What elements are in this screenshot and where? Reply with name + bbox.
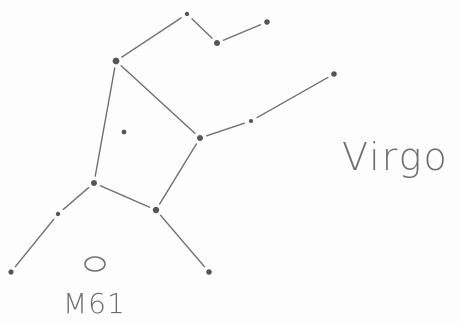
constellation-line-s-far-left-s-left-mid: [15, 219, 53, 266]
constellation-line-s-right-mid-s-far-right: [257, 77, 328, 117]
star-s-right-mid: [249, 119, 253, 123]
star-s-right-junction: [197, 135, 203, 141]
constellation-line-s-top-mid-s-top-right: [223, 25, 260, 41]
constellation-line-s-left-inner-s-bottom-mid: [100, 186, 149, 207]
constellation-line-s-bottom-mid-s-right-junction: [160, 144, 197, 204]
star-s-top-right: [264, 19, 270, 25]
constellation-line-s-left-mid-s-left-inner: [63, 188, 88, 210]
star-s-far-right: [331, 71, 337, 77]
constellation-line-s-upper-left-s-top: [122, 18, 181, 57]
constellation-label: Virgo: [342, 135, 449, 179]
star-s-far-left: [8, 269, 13, 274]
star-s-bottom-mid: [153, 207, 159, 213]
star-s-left-inner: [91, 180, 97, 186]
constellation-line-s-right-junction-s-right-mid: [207, 123, 245, 136]
constellation-line-s-bottom-mid-s-bottom-right: [161, 215, 205, 266]
star-s-center: [122, 130, 127, 135]
star-s-top: [185, 12, 189, 16]
star-s-left-mid: [56, 212, 60, 216]
constellation-line-s-right-junction-s-upper-left: [121, 66, 195, 134]
stars-group: [8, 12, 336, 275]
constellation-line-s-top-s-top-mid: [192, 19, 212, 38]
star-s-top-mid: [214, 40, 220, 46]
star-s-upper-left: [113, 58, 120, 65]
constellation-lines: [15, 18, 328, 267]
m61-label: M61: [63, 287, 126, 320]
constellation-line-s-left-inner-s-upper-left: [95, 68, 115, 176]
star-s-bottom-right: [206, 269, 212, 275]
m61-circle-icon: [85, 257, 105, 271]
